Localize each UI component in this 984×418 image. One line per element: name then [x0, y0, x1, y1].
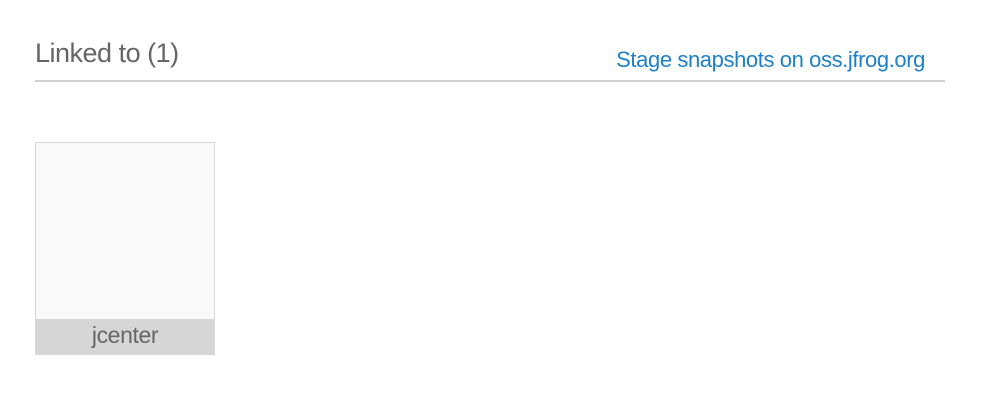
- linked-repo-name: jcenter: [36, 319, 214, 354]
- stage-snapshots-link[interactable]: Stage snapshots on oss.jfrog.org: [616, 47, 925, 72]
- section-divider: [35, 80, 945, 82]
- section-title: Linked to (1): [35, 38, 179, 68]
- linked-repo-card[interactable]: jcenter: [35, 142, 215, 355]
